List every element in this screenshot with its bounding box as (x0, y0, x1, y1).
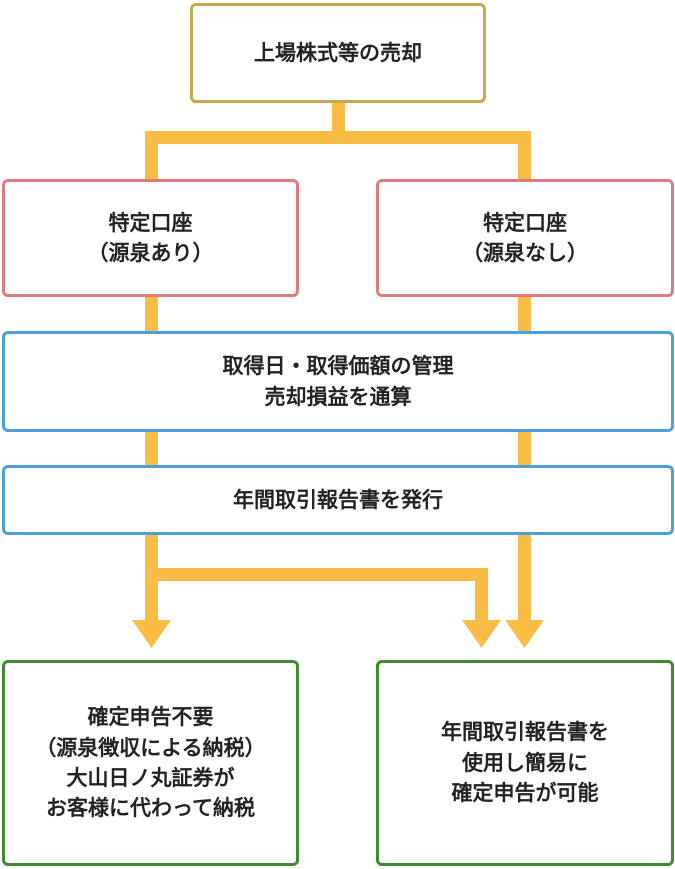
outcome-no-filing-line-3: 大山日ノ丸証券が (66, 766, 235, 790)
account-without-withholding-title: 特定口座 (483, 210, 567, 235)
annual-report-label: 年間取引報告書を発行 (233, 487, 443, 512)
connector-root-stem (332, 103, 345, 140)
management-process: 取得日・取得価額の管理 売却損益を通算 (2, 331, 674, 432)
account-with-withholding-title: 特定口座 (108, 210, 193, 235)
outcome-simple-filing-line-1: 年間取引報告書を (441, 720, 609, 745)
outcome-no-filing-line-2: （源泉徴収による納税） (35, 735, 266, 760)
root-node-sale-of-listed-stocks: 上場株式等の売却 (190, 3, 486, 103)
outcome-no-filing-required: 確定申告不要 （源泉徴収による納税） 大山日ノ丸証券が お客様に代わって納税 (2, 660, 299, 866)
connector-split-bar (145, 131, 531, 144)
account-without-withholding-subtitle: （源泉なし） (462, 241, 588, 265)
account-with-withholding-subtitle: （源泉あり） (87, 241, 214, 265)
arrow-to-simple-filing (505, 620, 544, 648)
connector-cross-stem (475, 568, 488, 623)
account-with-withholding: 特定口座 （源泉あり） (2, 179, 299, 297)
arrow-cross-to-simple-filing (462, 620, 501, 648)
management-line-1: 取得日・取得価額の管理 (222, 354, 454, 379)
management-line-2: 売却損益を通算 (264, 384, 412, 409)
connector-report-right-stem (518, 535, 531, 623)
outcome-no-filing-line-4: お客様に代わって納税 (46, 796, 255, 821)
connector-to-left-account (145, 131, 158, 179)
connector-left-to-management (145, 297, 158, 331)
connector-left-to-report (145, 432, 158, 465)
connector-right-to-management (518, 297, 531, 331)
outcome-simple-filing-line-3: 確定申告が可能 (451, 781, 599, 806)
account-without-withholding: 特定口座 （源泉なし） (376, 179, 674, 297)
outcome-no-filing-line-1: 確定申告不要 (87, 705, 214, 730)
connector-cross-bar (145, 568, 488, 581)
outcome-simple-filing-line-2: 使用し簡易に (462, 750, 588, 775)
root-label: 上場株式等の売却 (254, 40, 422, 65)
connector-to-right-account (518, 131, 531, 179)
connector-right-to-report (518, 432, 531, 465)
annual-report-process: 年間取引報告書を発行 (2, 465, 674, 535)
outcome-simple-filing-possible: 年間取引報告書を 使用し簡易に 確定申告が可能 (376, 660, 674, 866)
arrow-to-no-filing (132, 620, 171, 648)
